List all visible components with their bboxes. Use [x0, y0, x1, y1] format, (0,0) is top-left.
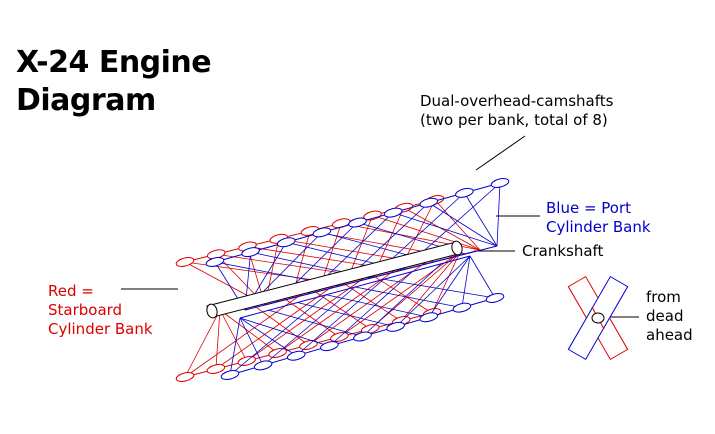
x-front-view [567, 275, 629, 361]
bank-strut [339, 280, 402, 322]
bank-strut [434, 199, 481, 251]
bank-strut [219, 309, 248, 362]
cam-lobe [206, 364, 226, 374]
port-bank-label: Blue = Port Cylinder Bank [546, 199, 651, 237]
bank-strut [428, 202, 498, 247]
title-line-2: Diagram [16, 83, 156, 118]
cam-lobe [276, 237, 296, 248]
bank-strut [184, 309, 221, 378]
bank-strut [496, 182, 501, 247]
cam-lobe [175, 257, 195, 267]
bank-strut [428, 255, 471, 318]
bank-strut [215, 280, 341, 370]
view-label-line-2: dead [646, 307, 684, 325]
crankshaft-label: Crankshaft [522, 242, 604, 260]
bank-strut [354, 286, 462, 309]
cam-lobe [253, 360, 273, 371]
bank-strut [461, 255, 471, 308]
cam-lobe [241, 247, 260, 258]
bank-strut [464, 192, 498, 247]
cam-lobe [205, 257, 225, 267]
starboard-label-line-3: Cylinder Bank [48, 320, 153, 338]
front-view-crank [591, 312, 605, 324]
cam-lobe [419, 197, 439, 208]
crankshaft-end-right [451, 240, 463, 256]
starboard-label-line-2: Starboard [48, 301, 123, 319]
bank-strut [297, 302, 396, 328]
cam-lobe [175, 372, 195, 382]
port-label-line-2: Cylinder Bank [546, 218, 651, 236]
bank-strut [383, 278, 496, 299]
bank-strut [403, 207, 481, 251]
bank-strut [262, 286, 356, 366]
cam-lobe [348, 217, 367, 228]
cam-lobe [353, 331, 372, 342]
bank-strut [393, 212, 498, 247]
bank-strut [339, 251, 461, 338]
port-label-line-1: Blue = Port [546, 199, 632, 217]
bank-strut [215, 309, 221, 370]
bank-strut [229, 294, 327, 376]
camshaft-label: Dual-overhead-camshafts (two per bank, t… [420, 92, 613, 130]
starboard-label-line-1: Red = [48, 282, 94, 300]
bank-strut [277, 266, 401, 354]
crankshaft-end-left [206, 303, 218, 319]
bank-strut [395, 255, 471, 328]
starboard-bank-label: Red = Starboard Cylinder Bank [48, 282, 153, 339]
bank-strut [219, 309, 278, 354]
port-cylinder-bank [205, 178, 510, 380]
bank-strut [239, 317, 264, 366]
page-title: X-24 Engine Diagram [16, 44, 212, 120]
bank-strut [229, 317, 241, 376]
cam-lobe [220, 370, 240, 380]
bank-strut [329, 271, 413, 347]
cam-lobe [452, 302, 472, 313]
cam-lobe [419, 312, 439, 323]
title-line-1: X-24 Engine [16, 45, 212, 80]
front-view-label: from dead ahead [646, 288, 693, 345]
bank-strut [372, 215, 481, 251]
bank-strut [400, 251, 461, 322]
cam-lobe [485, 293, 505, 303]
camshaft-label-line-1: Dual-overhead-camshafts [420, 92, 614, 110]
bank-strut [239, 317, 297, 357]
bank-strut [469, 255, 496, 299]
cam-lobe [363, 210, 382, 221]
bank-strut [279, 295, 340, 338]
cams-leader [475, 135, 526, 171]
cam-lobe [455, 187, 474, 198]
cam-lobe [386, 321, 405, 332]
bank-strut [369, 251, 461, 330]
cam-lobe [320, 341, 339, 352]
cam-lobe [383, 207, 403, 218]
bank-strut [362, 263, 442, 337]
view-label-line-3: ahead [646, 326, 693, 344]
view-label-line-1: from [646, 288, 681, 306]
bank-strut [268, 309, 363, 337]
camshaft-label-line-2: (two per bank, total of 8) [420, 111, 608, 129]
cam-lobe [490, 178, 510, 188]
cam-lobe [286, 350, 306, 361]
crankshaft [206, 240, 463, 319]
bank-strut [295, 278, 385, 357]
cam-lobe [312, 227, 332, 238]
bank-strut [239, 317, 330, 347]
bank-strut [249, 302, 309, 346]
bank-strut [309, 287, 371, 330]
bank-strut [326, 294, 429, 318]
